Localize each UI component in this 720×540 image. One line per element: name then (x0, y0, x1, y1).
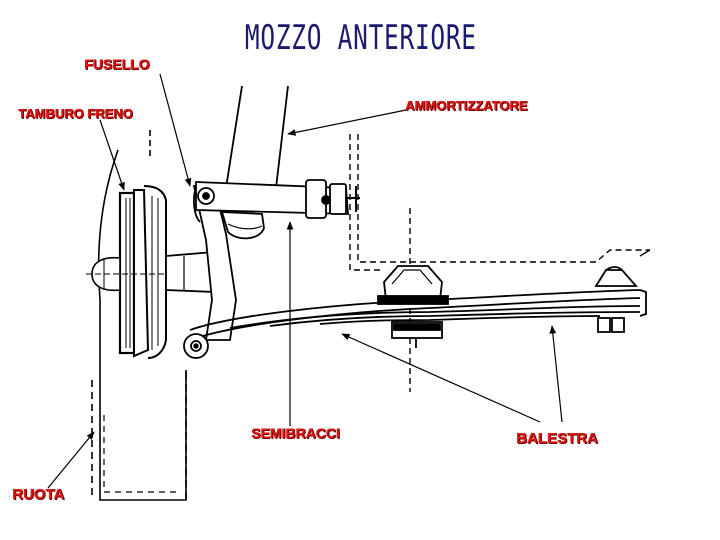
shock-absorber (225, 85, 289, 189)
label-tamburo-freno: TAMBURO FRENO (18, 106, 133, 121)
axle-clamp (377, 265, 449, 348)
brake-drum (118, 185, 167, 359)
page-title: MOZZO ANTERIORE (244, 18, 477, 58)
wheel-outline (91, 130, 187, 501)
shock-arm (195, 179, 360, 240)
label-balestra: BALESTRA (516, 430, 598, 447)
label-ruota: RUOTA (12, 486, 65, 503)
label-semibracci: SEMIBRACCI (251, 425, 340, 441)
label-ammortizzatore: AMMORTIZZATORE (405, 98, 528, 113)
chassis-frame (349, 134, 651, 392)
leader-arrows (47, 73, 563, 489)
spring-eye (183, 333, 209, 359)
rear-bracket (594, 266, 638, 333)
hub-cap (86, 256, 168, 292)
label-fusello: FUSELLO (84, 56, 150, 72)
